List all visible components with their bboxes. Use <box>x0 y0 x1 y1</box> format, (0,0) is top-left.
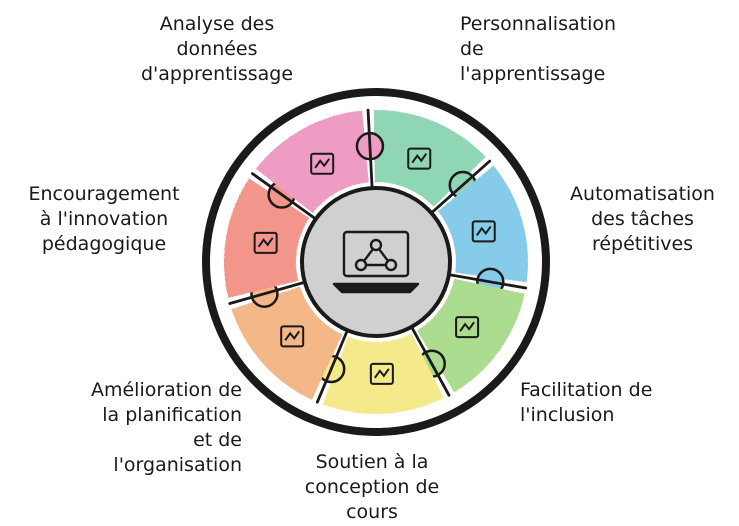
segment-divider <box>410 325 451 397</box>
segment-innovation <box>224 178 310 298</box>
label-automation: Automatisation des tâches répétitives <box>570 183 715 255</box>
segment-divider <box>315 328 349 404</box>
segment-divider <box>250 172 318 221</box>
segment-divider <box>366 108 374 190</box>
running-person-icon <box>407 147 432 170</box>
label-innovation: Encouragement à l'innovation pédagogique <box>28 183 180 255</box>
label-data-analysis: Analyse des données d'apprentissage <box>140 13 294 85</box>
book-mouse-icon <box>369 362 394 385</box>
devices-icon <box>253 231 278 254</box>
table-lock-icon <box>471 220 496 243</box>
center-hub <box>300 186 452 338</box>
chart-icon <box>310 152 335 175</box>
label-planning: Amélioration de la planification et de l… <box>90 379 242 476</box>
label-personalization: Personnalisation de l'apprentissage <box>460 13 617 85</box>
laptop-network-icon <box>332 230 420 294</box>
segment-automation <box>437 165 529 283</box>
segment-analysis <box>255 110 369 213</box>
books-icon <box>455 316 480 339</box>
segment-divider <box>228 280 307 305</box>
segment-divider <box>429 159 492 215</box>
label-course-design: Soutien à la conception de cours <box>304 451 440 523</box>
segment-divider <box>447 273 528 290</box>
segment-planning <box>231 286 343 400</box>
label-inclusion: Facilitation de l'inclusion <box>520 379 653 426</box>
gantt-icon <box>280 325 305 348</box>
outer-ring <box>202 88 550 436</box>
